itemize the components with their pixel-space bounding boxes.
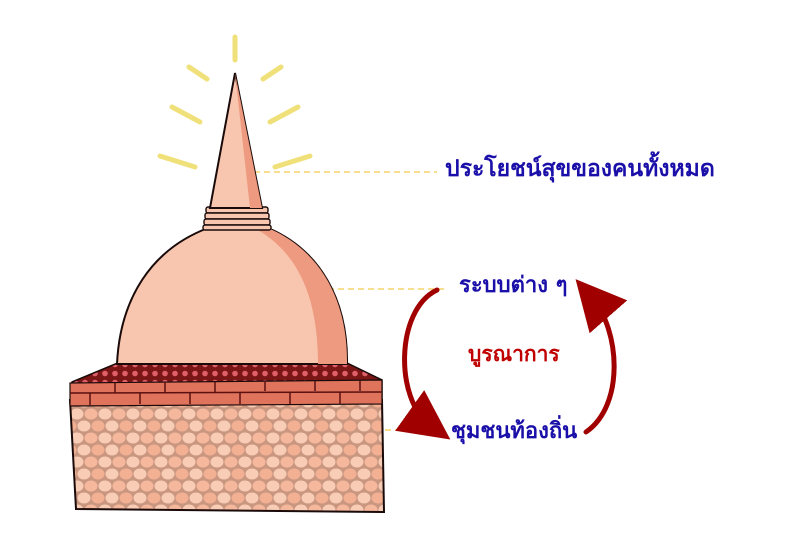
stupa-rings	[202, 206, 272, 231]
label-local-community: ชุมชนท้องถิ่น	[451, 418, 578, 444]
stupa-dome	[115, 227, 349, 365]
stupa-base	[68, 399, 386, 514]
light-rays-icon	[157, 34, 313, 170]
integration-cycle-arrows	[395, 279, 628, 440]
label-systems: ระบบต่าง ๆ	[459, 272, 568, 298]
stupa-spire	[208, 72, 264, 209]
arrow-down-left-icon	[395, 287, 451, 440]
stupa-brick-band	[69, 361, 383, 407]
arrow-up-right-icon	[575, 279, 628, 435]
label-integration: บูรณาการ	[468, 341, 560, 366]
label-benefit-for-all: ประโยชน์สุขของคนทั้งหมด	[445, 155, 715, 182]
